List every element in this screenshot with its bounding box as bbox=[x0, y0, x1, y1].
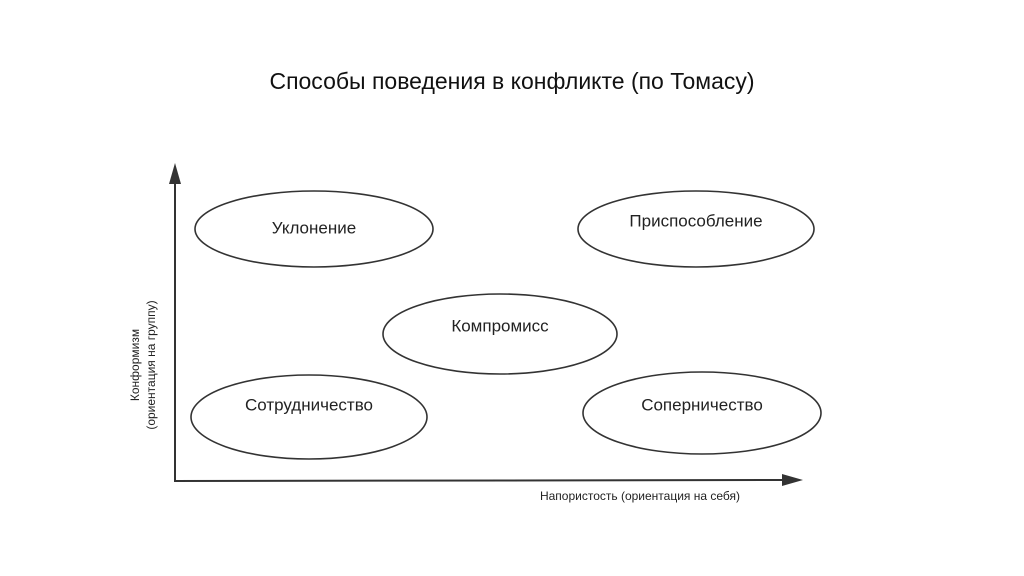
node-competition: Соперничество bbox=[582, 371, 822, 455]
y-axis-label-line1: Конформизм bbox=[128, 329, 142, 401]
node-compromise: Компромисс bbox=[382, 293, 618, 375]
node-accommodation-ellipse bbox=[577, 190, 815, 268]
y-axis-arrow bbox=[169, 163, 181, 184]
node-compromise-ellipse bbox=[382, 293, 618, 375]
slide-title: Способы поведения в конфликте (по Томасу… bbox=[269, 68, 755, 94]
node-collaboration-ellipse bbox=[190, 374, 428, 460]
x-axis-line bbox=[174, 479, 789, 482]
x-axis-label: Напористость (ориентация на себя) bbox=[540, 489, 740, 503]
node-competition-label: Соперничество bbox=[641, 395, 763, 414]
node-collaboration-label: Сотрудничество bbox=[245, 395, 373, 414]
node-avoidance-label: Уклонение bbox=[272, 218, 356, 237]
node-compromise-label: Компромисс bbox=[451, 316, 549, 335]
node-competition-ellipse bbox=[582, 371, 822, 455]
node-avoidance: Уклонение bbox=[194, 190, 434, 268]
node-accommodation-label: Приспособление bbox=[629, 211, 762, 230]
node-avoidance-ellipse bbox=[194, 190, 434, 268]
x-axis-arrow bbox=[782, 474, 803, 486]
y-axis-label-line2: (ориентация на группу) bbox=[144, 300, 158, 429]
y-axis-label: Конформизм (ориентация на группу) bbox=[128, 300, 158, 429]
node-accommodation: Приспособление bbox=[577, 190, 815, 268]
node-collaboration: Сотрудничество bbox=[190, 374, 428, 460]
